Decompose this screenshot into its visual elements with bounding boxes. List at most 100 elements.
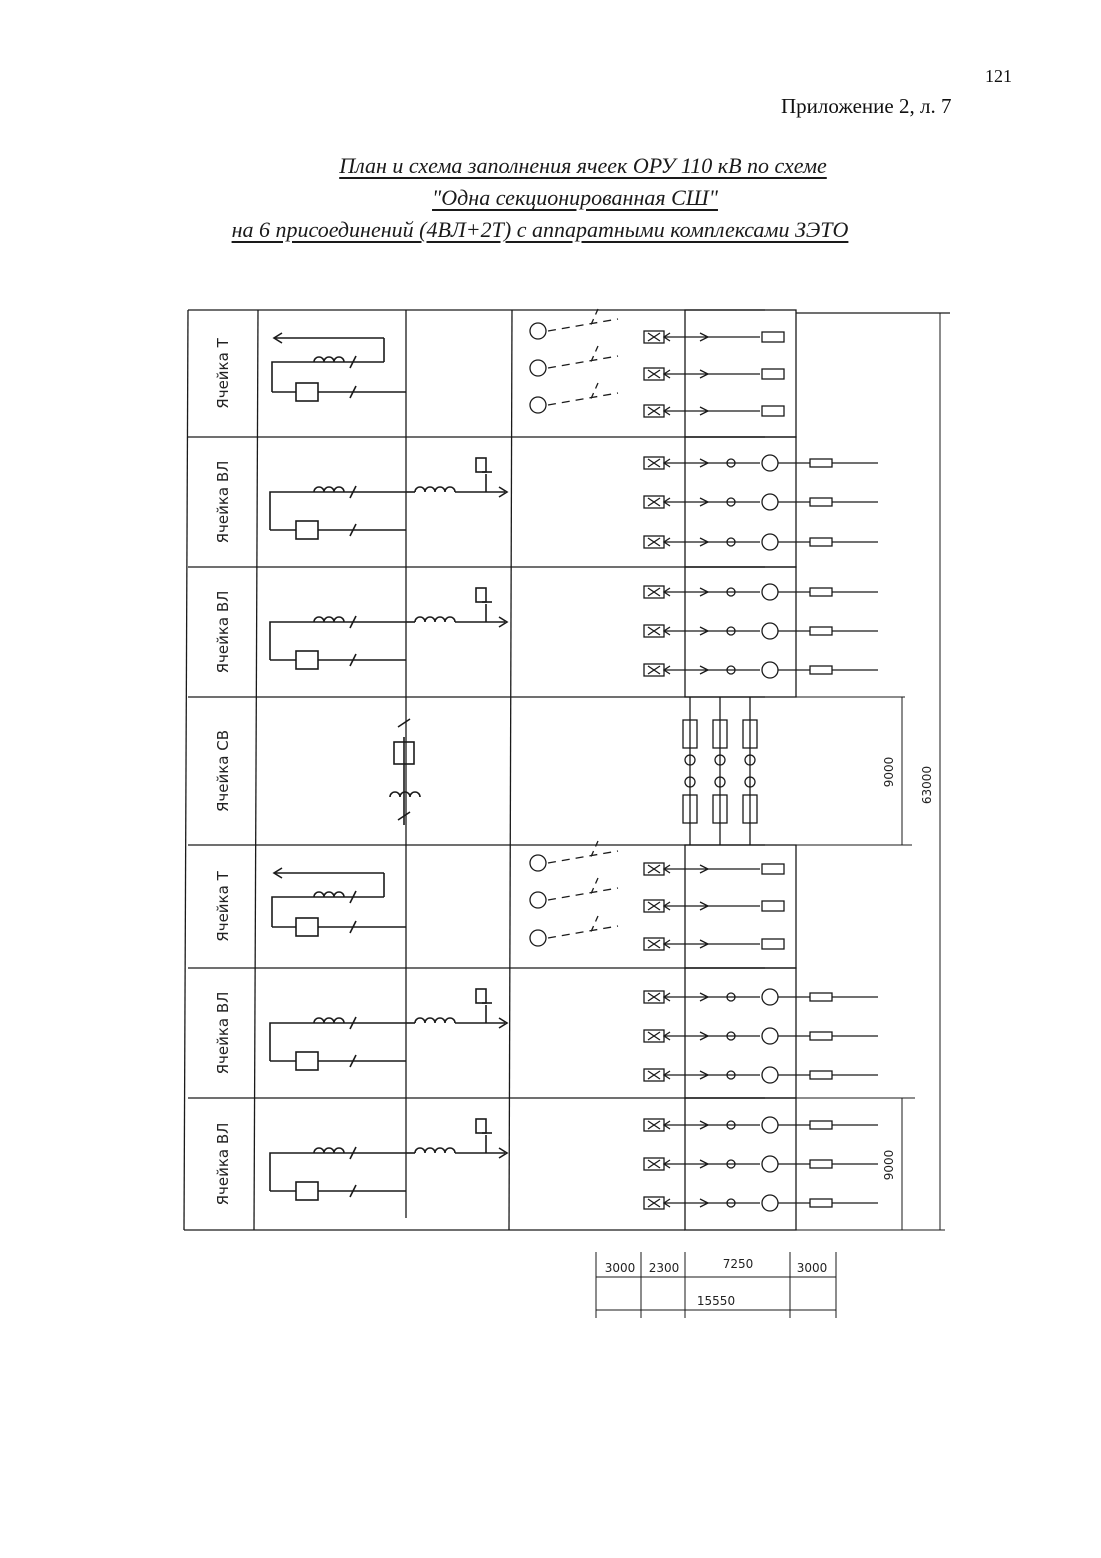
arrow-head bbox=[662, 458, 671, 468]
arrow-head bbox=[699, 1159, 710, 1169]
cell-scheme bbox=[269, 1118, 509, 1201]
line-branch bbox=[269, 1152, 406, 1191]
ct-small bbox=[726, 992, 736, 1002]
cell-label: Ячейка ВЛ bbox=[214, 461, 232, 544]
breaker-circle bbox=[761, 583, 779, 601]
arrow-head bbox=[662, 901, 671, 911]
coupling-capacitor bbox=[475, 457, 487, 473]
breaker-circle bbox=[761, 1027, 779, 1045]
disconnector-mark bbox=[349, 385, 357, 399]
cable-head bbox=[529, 891, 547, 909]
cable-termination bbox=[529, 392, 619, 414]
equipment-row bbox=[589, 915, 785, 951]
current-transformer-coil bbox=[313, 486, 345, 493]
ct-small bbox=[726, 1031, 736, 1041]
dim-label-total: 63000 bbox=[920, 766, 934, 804]
cross-mark bbox=[647, 1159, 661, 1169]
arrow-head bbox=[498, 1017, 509, 1029]
dim-label-cell: 9000 bbox=[882, 1150, 896, 1181]
insulator bbox=[809, 458, 833, 468]
cable-dash bbox=[547, 925, 619, 939]
breaker-circle bbox=[761, 622, 779, 640]
cable-dash bbox=[589, 840, 599, 860]
cell-label: Ячейка СВ bbox=[214, 730, 232, 812]
arrow-head bbox=[662, 406, 671, 416]
line-trap-coil bbox=[414, 1017, 456, 1024]
cross-mark bbox=[647, 458, 661, 468]
insulator bbox=[809, 1031, 833, 1041]
disconnector-mark bbox=[349, 1184, 357, 1198]
arrow-head bbox=[699, 369, 710, 379]
cable-head bbox=[529, 322, 547, 340]
line-branch bbox=[269, 621, 406, 660]
cable-dash bbox=[547, 392, 619, 406]
dim-label-sv: 9000 bbox=[882, 757, 896, 788]
grid-label-divider bbox=[253, 309, 259, 1231]
arrow-head bbox=[699, 665, 710, 675]
breaker-symbol bbox=[295, 382, 319, 402]
equipment-row bbox=[643, 1116, 878, 1134]
disconnector-mark bbox=[349, 1054, 357, 1068]
cell-scheme bbox=[269, 988, 509, 1071]
coupling-capacitor bbox=[475, 1118, 487, 1134]
title-line-2: "Одна секционированная СШ" bbox=[432, 185, 718, 210]
breaker-circle bbox=[761, 454, 779, 472]
ct-small bbox=[726, 587, 736, 597]
current-transformer-coil bbox=[313, 1147, 345, 1154]
disconnector-mark bbox=[349, 920, 357, 934]
cable-dash bbox=[589, 308, 599, 328]
cross-mark bbox=[647, 1198, 661, 1208]
arrow-head bbox=[699, 939, 710, 949]
arrow-head bbox=[662, 497, 671, 507]
coupling-capacitor bbox=[475, 587, 487, 603]
arrow-head bbox=[699, 1198, 710, 1208]
arrow-head bbox=[662, 587, 671, 597]
cross-mark bbox=[647, 665, 661, 675]
grid-scheme-divider bbox=[508, 309, 513, 1231]
arrow-head bbox=[662, 1031, 671, 1041]
equipment-row bbox=[643, 583, 878, 601]
arrow-head bbox=[662, 1120, 671, 1130]
appendix-label: Приложение 2, л. 7 bbox=[781, 94, 952, 118]
arrow-head bbox=[662, 665, 671, 675]
dim-label-total-width: 15550 bbox=[697, 1294, 735, 1308]
cable-termination bbox=[529, 850, 619, 872]
cross-mark bbox=[647, 939, 661, 949]
equipment-row bbox=[589, 840, 785, 876]
equipment-row bbox=[643, 1027, 878, 1045]
breaker-circle bbox=[761, 1194, 779, 1212]
equipment-row bbox=[643, 622, 878, 640]
cable-head bbox=[529, 854, 547, 872]
disconnector-mark bbox=[349, 615, 357, 629]
arrow-head bbox=[699, 1031, 710, 1041]
cell-scheme bbox=[271, 332, 406, 402]
equipment-row bbox=[643, 1066, 878, 1084]
arrow-head bbox=[498, 616, 509, 628]
breaker-symbol bbox=[295, 650, 319, 670]
cross-mark bbox=[647, 1031, 661, 1041]
line-trap-coil bbox=[414, 1147, 456, 1154]
cable-dash bbox=[589, 382, 599, 402]
insulator bbox=[761, 405, 785, 417]
cable-head bbox=[529, 929, 547, 947]
disconnector-mark bbox=[349, 653, 357, 667]
diagram-title: План и схема заполнения ячеек ОРУ 110 кВ… bbox=[150, 150, 1010, 246]
arrow-head bbox=[662, 332, 671, 342]
insulator bbox=[761, 368, 785, 380]
insulator bbox=[809, 497, 833, 507]
arrow-head bbox=[662, 864, 671, 874]
cross-mark bbox=[647, 406, 661, 416]
equipment-row bbox=[643, 988, 878, 1006]
breaker-circle bbox=[761, 533, 779, 551]
equipment-row bbox=[589, 345, 785, 381]
cable-dash bbox=[547, 318, 619, 332]
breaker-symbol bbox=[295, 917, 319, 937]
insulator bbox=[761, 863, 785, 875]
breaker-circle bbox=[761, 1066, 779, 1084]
insulator bbox=[809, 1198, 833, 1208]
insulator bbox=[809, 992, 833, 1002]
disconnector-mark bbox=[397, 811, 411, 821]
ct-small bbox=[726, 1198, 736, 1208]
equipment-row bbox=[643, 661, 878, 679]
coupling-capacitor bbox=[475, 988, 487, 1004]
